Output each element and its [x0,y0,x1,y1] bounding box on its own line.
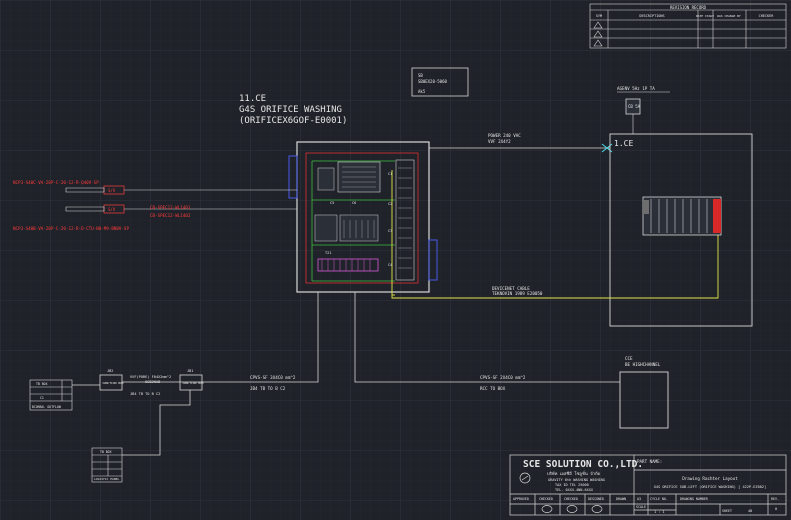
cabinet-slot-c3: C3 [388,229,392,233]
revision-header-descriptions: DESCRIPTIONS [639,14,664,18]
checked-label: CHECKED [539,497,553,501]
jb1-box-label: JUNCTION BOX [182,381,204,385]
drawing-title: Drawing Rachter Layout [682,476,738,481]
revision-header-sym: SYM [596,14,602,18]
left-cable-label-1: VVF(PORE) F04X2mm^2 [130,375,171,379]
cabinet-slot-c5: C5 [330,201,334,205]
panel-title-line3: (ORIFICEX6GOF-E0001) [239,116,347,126]
cabinet-slot-c6: C6 [352,201,356,205]
junction-box-top-note: Ak5 [418,89,426,94]
sheet-value: 40 [748,509,752,513]
control-cabinet [288,141,438,296]
cycle-label: CYCLE NO. [650,497,668,501]
drawing-number-label: DRAWING NUMBER [680,497,708,501]
mid-cable-label-2: JB4 TB TO B C2 [250,386,286,391]
panel-title-line2: G4S ORIFICE WASHING [239,105,342,115]
red-lamp-b: CB-SPEC12-WL1402 [150,213,191,218]
ccr-box [609,133,753,327]
devicenet-label-1: DEVICENET CABLE [492,286,530,291]
tb-box-a-cell: C1 [40,396,44,400]
revision-header-checker: CHECKER [759,14,775,18]
tb-box-b-footer: LOGISTIC PANEL [94,477,119,481]
company-addr-1: GRAVITY 6th WASHING WASHING [548,478,605,482]
tb-box-a [29,379,73,411]
jb1-down-cable [122,390,191,456]
part-name-label: PART NAME: [637,459,662,464]
drawing-subtitle: G4S ORIFICE SUB-LEFT (ORIFICE WASHING) [… [654,485,767,489]
devicenet-label-2: TEKNOVIN 1989 E20050 [492,291,543,296]
ccr-label: 1.CE [614,139,633,148]
left-cable-label-3: JB4 TB TO B C2 [130,392,160,396]
left-cable-label-2: USB2NAB [145,380,160,384]
power-cable-label-1: POWER 240 VAC [488,133,521,138]
scale-value: 1 : 1 [654,510,665,514]
jb1-tag: JB1 [187,369,193,373]
cabinet-slot-c1: C1 [388,172,392,176]
drawn-label: DRAWN [616,497,626,501]
cable-to-ccr-bottom [354,292,620,383]
ccr-breaker-label: CB 5A [628,104,641,109]
panel-title-line1: 11.CE [239,94,266,104]
junction-box-top-code: SB0EX20-5060 [418,79,447,84]
jb2-box-label: JUNCTION BOX [102,381,124,385]
company-name-thai: บริษัท เอสซีอี โซลูชั่น จำกัด [547,470,601,477]
junction-box-top [411,67,469,97]
red-label-top: NCP3-S40C-VA-20P-C-20-12-R-Q40V-SP [13,180,99,185]
devicenet-cable [391,235,719,299]
cable-to-jb-left [180,292,319,383]
scale-label: SCALE [636,505,646,509]
designed-label: DESIGNED [588,497,604,501]
cabinet-slot-t21: T21 [325,251,331,255]
revision-block [589,3,787,49]
junction-box-top-ref: SB [418,73,423,78]
cabinet-slot-c2: C2 [388,202,392,206]
jb1-box [179,374,203,391]
tb-box-a-title: TB BOX [36,382,48,386]
company-name: SCE SOLUTION CO.,LTD. [523,459,643,470]
tb-box-b [91,447,123,483]
power-cable-label-2: VVF 2X4Y2 [488,139,511,144]
company-addr-3: TEL. 0XXX-4NN-6XXX [555,488,594,492]
right-cable-label-2: RCC TO BOX [480,386,506,391]
rev-label: REV. [771,497,779,501]
checked2-label: CHECKED [564,497,578,501]
size-label: A3 [637,497,641,501]
red-tag-1: S/V [108,188,116,193]
sheet-label: SHEET [722,509,732,513]
jb2-box [99,374,123,391]
right-junction-box [619,371,669,429]
red-label-bottom: NCP3-S40B-VA-20P-C-20-12-R-D-CTU-N0-M9-B… [13,226,129,231]
revision-header-date: DATE ISSUE [696,14,714,18]
jb2-tag: JB2 [107,369,113,373]
revision-title: REVISION RECORD [670,5,707,10]
title-block [509,454,787,516]
ccr-supply-label: AGENV 5Hz 1P TA [617,86,655,91]
right-box-label-1: CCE [625,356,633,361]
plc-rack [642,196,722,236]
company-addr-2: TAX ID TEL 25000 [555,483,589,487]
tb-box-b-title: TB BOX [100,450,112,454]
right-box-label-2: BE HIGHCHANNEL [625,362,661,367]
mid-cable-label-1: CPVS-SF 3X4C0 mm^2 [250,375,296,380]
red-wiring [65,185,297,214]
cabinet-slot-c4: C4 [388,263,392,267]
tb-box-a-footer: BCOMAN. OUTFLOW [32,405,61,409]
approved-label: APPROVED [513,497,529,501]
rev-value: 0 [775,507,777,511]
red-lamp-a: CB-SPEC12-WL1401 [150,205,191,210]
revision-header-changed-by: WAS CHANGE BY [717,14,741,18]
right-cable-label-1: CPVS-SF 2X4C0 mm^2 [480,375,526,380]
red-tag-2: S/V [108,207,116,212]
